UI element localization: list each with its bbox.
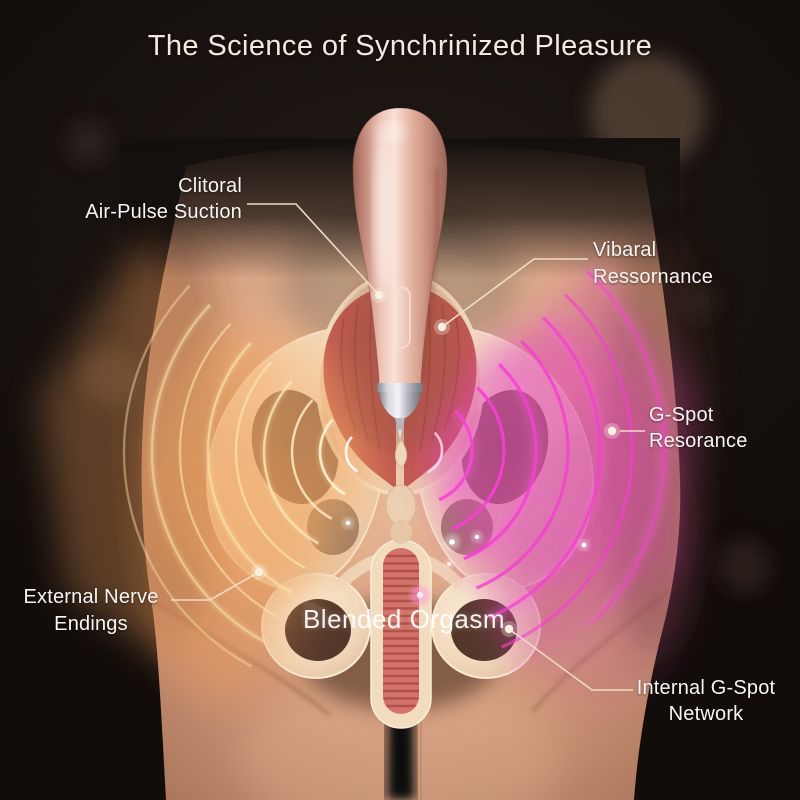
leader-line-internal	[508, 628, 633, 691]
callout-internal-line2: Network	[668, 703, 744, 725]
callout-external-line1: External Nerve	[23, 586, 159, 608]
leader-dot-clitoral	[374, 290, 384, 300]
callout-clitoral-line2: Air-Pulse Suction	[85, 201, 242, 223]
callout-internal-gspot-network: Internal G-Spot Network	[637, 675, 776, 727]
leader-dot-vibration	[437, 322, 447, 332]
device-tip	[379, 392, 421, 418]
clitoral-body	[394, 439, 408, 469]
leader-line-external	[171, 571, 260, 601]
callout-vibration-line1: Vibaral	[593, 239, 657, 261]
device-collar	[377, 383, 423, 392]
leader-lines	[171, 203, 645, 691]
resonance-waves-right	[418, 258, 668, 672]
leader-line-clitoral	[247, 203, 380, 296]
callout-vibration-resonance: Vibaral Ressornance	[593, 237, 713, 291]
callout-gspot-resonance: G-Spot Resorance	[649, 402, 748, 454]
callout-external-nerve-endings: External Nerve Endings	[23, 584, 158, 638]
leader-dot-external	[254, 567, 264, 577]
sparkles	[342, 517, 590, 605]
callout-blended-orgasm: Blended Orgasm	[302, 604, 506, 634]
massager-device	[338, 107, 462, 469]
leader-line-vibration	[441, 258, 588, 328]
leader-dot-gspot	[607, 426, 617, 436]
callout-vibration-line2: Ressornance	[593, 266, 714, 288]
leader-dots	[251, 287, 620, 637]
callout-gspot-line2: Resorance	[649, 430, 748, 452]
callout-gspot-line1: G-Spot	[649, 404, 714, 426]
callout-external-line2: Endings	[54, 613, 128, 635]
callout-clitoral-air-pulse: Clitoral Air-Pulse Suction	[85, 173, 242, 225]
callout-clitoral-line1: Clitoral	[178, 175, 242, 197]
air-pulse-waves-left	[122, 235, 368, 698]
device-button	[391, 286, 411, 349]
leader-dot-internal	[504, 624, 514, 634]
page-title: The Science of Synchrinized Pleasure	[147, 30, 653, 62]
callout-internal-line1: Internal G-Spot	[636, 677, 776, 699]
